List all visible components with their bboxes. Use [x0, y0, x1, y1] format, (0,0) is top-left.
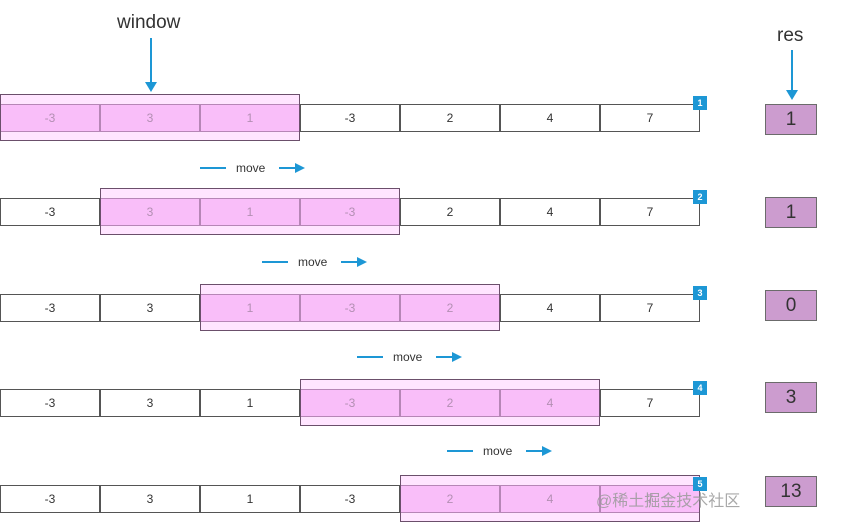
window-label: window	[117, 12, 181, 33]
res-value-box: 13	[765, 476, 817, 507]
array-cell: 7	[600, 389, 700, 417]
array-cell: 7	[600, 104, 700, 132]
array-cell: -3	[300, 198, 400, 226]
res-value-box: 1	[765, 197, 817, 228]
res-value-box: 3	[765, 382, 817, 413]
array-cell: 4	[500, 389, 600, 417]
array-cell: 1	[200, 104, 300, 132]
res-value-box: 1	[765, 104, 817, 135]
array-cell: -3	[300, 104, 400, 132]
array-cell: 3	[100, 389, 200, 417]
array-cell: 2	[400, 198, 500, 226]
move-label: move	[236, 161, 266, 175]
step-badge: 4	[693, 381, 707, 395]
array-cell: 2	[400, 389, 500, 417]
move-label: move	[298, 255, 328, 269]
array-cell: 4	[500, 294, 600, 322]
res-label: res	[777, 25, 804, 46]
step-badge: 5	[693, 477, 707, 491]
array-cell: -3	[300, 389, 400, 417]
move-label: move	[393, 350, 423, 364]
array-cell: 2	[400, 485, 500, 513]
array-cell: -3	[0, 104, 100, 132]
array-cell: 4	[500, 104, 600, 132]
array-cell: 3	[100, 104, 200, 132]
array-cell: 2	[400, 104, 500, 132]
array-cell: 2	[400, 294, 500, 322]
watermark: @稀土掘金技术社区	[596, 493, 741, 510]
array-cell: 3	[100, 198, 200, 226]
res-value-box: 0	[765, 290, 817, 321]
array-cell: 1	[200, 294, 300, 322]
array-cell: 7	[600, 198, 700, 226]
array-cell: -3	[0, 389, 100, 417]
array-cell: -3	[300, 294, 400, 322]
array-cell: 7	[600, 294, 700, 322]
move-label: move	[483, 444, 513, 458]
array-cell: 4	[500, 198, 600, 226]
array-cell: 1	[200, 198, 300, 226]
array-cell: 7	[600, 485, 700, 513]
array-cell: -3	[0, 485, 100, 513]
array-cell: -3	[0, 198, 100, 226]
array-cell: -3	[0, 294, 100, 322]
step-badge: 3	[693, 286, 707, 300]
step-badge: 1	[693, 96, 707, 110]
step-badge: 2	[693, 190, 707, 204]
array-cell: 1	[200, 389, 300, 417]
array-cell: 4	[500, 485, 600, 513]
array-cell: 3	[100, 294, 200, 322]
array-cell: -3	[300, 485, 400, 513]
array-cell: 3	[100, 485, 200, 513]
array-cell: 1	[200, 485, 300, 513]
